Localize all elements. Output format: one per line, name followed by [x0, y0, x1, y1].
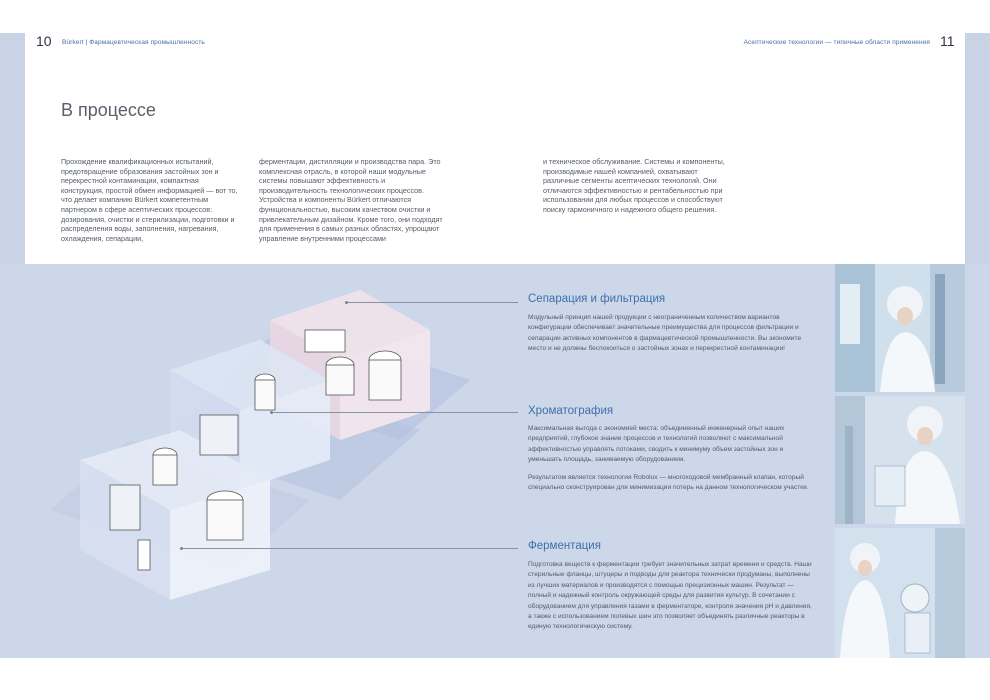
section-text-fermentation: Подготовка веществ к ферментации требует… — [528, 561, 812, 631]
section-text-chromatography: Максимальная выгода с экономией места: о… — [528, 425, 785, 464]
intro-column-2: ферментации, дистилляции и производства … — [259, 157, 443, 243]
leader-line-separation — [348, 302, 518, 303]
intro-column-1: Прохождение квалификационных испытаний, … — [61, 157, 238, 243]
intro-column-3: и техническое обслуживание. Системы и ко… — [543, 157, 725, 214]
section-title-chromatography: Хроматография — [528, 405, 614, 417]
process-plant-illustration — [50, 290, 470, 600]
left-page-number: 10 — [36, 33, 52, 49]
right-page-number: 11 — [940, 33, 955, 49]
leader-line-fermentation — [183, 548, 518, 549]
left-running-title: Bürkert | Фармацевтическая промышленност… — [62, 39, 205, 46]
leader-line-chromatography — [273, 412, 518, 413]
section-text-separation: Модульный принцип нашей продукции с неог… — [528, 314, 802, 353]
section-title-fermentation: Ферментация — [528, 540, 601, 552]
photo-lab-worker-2 — [835, 396, 965, 524]
leader-dot-chromatography — [270, 411, 273, 414]
section-title-separation: Сепарация и фильтрация — [528, 293, 666, 305]
right-running-title: Асептические технологии — типичные облас… — [743, 39, 930, 46]
page-title: В процессе — [61, 100, 156, 120]
photo-lab-worker-1 — [835, 264, 965, 392]
section-text-chromatography-2: Результатом является технология Robolux … — [528, 474, 809, 492]
leader-dot-fermentation — [180, 547, 183, 550]
photo-lab-worker-3 — [835, 528, 965, 658]
leader-dot-separation — [345, 301, 348, 304]
